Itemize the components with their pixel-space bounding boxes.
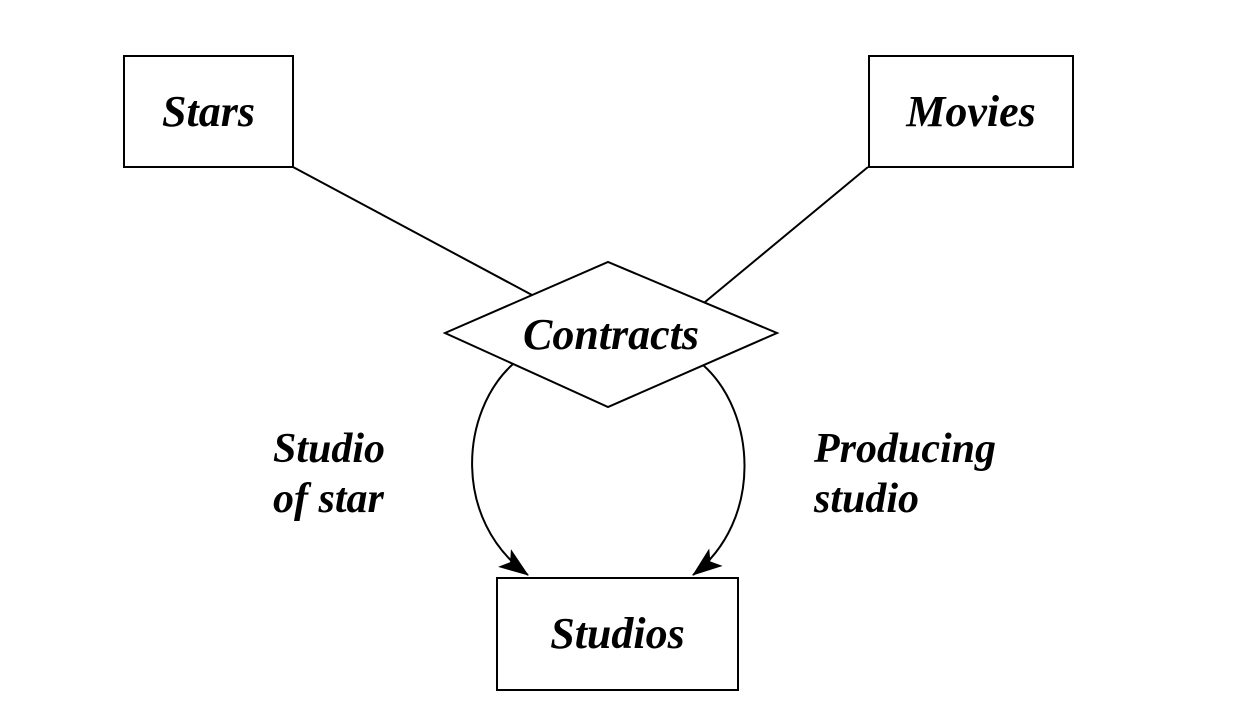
movies-contracts-connector (704, 166, 869, 303)
edge-label-producing-studio-line1: Producing (814, 426, 997, 472)
stars-contracts-connector (292, 166, 533, 296)
entity-movies-label: Movies (906, 86, 1036, 136)
contracts-studios-left-arrow (471, 363, 529, 576)
contracts-studios-right-arrow (692, 364, 746, 576)
contracts-relationship-diamond (442, 260, 780, 409)
entity-stars: Stars (123, 55, 294, 168)
edge-label-producing-studio: Producing studio (814, 424, 996, 524)
edge-label-producing-studio-line2: studio (814, 476, 920, 522)
entity-studios-label: Studios (550, 609, 685, 658)
entity-studios: Studios (496, 577, 739, 691)
entity-stars-label: Stars (162, 86, 255, 136)
entity-movies: Movies (868, 55, 1074, 168)
edge-label-studio-of-star: Studio of star (273, 424, 385, 524)
edge-label-studio-of-star-line1: Studio (273, 426, 386, 472)
edge-label-studio-of-star-line2: of star (273, 476, 384, 522)
